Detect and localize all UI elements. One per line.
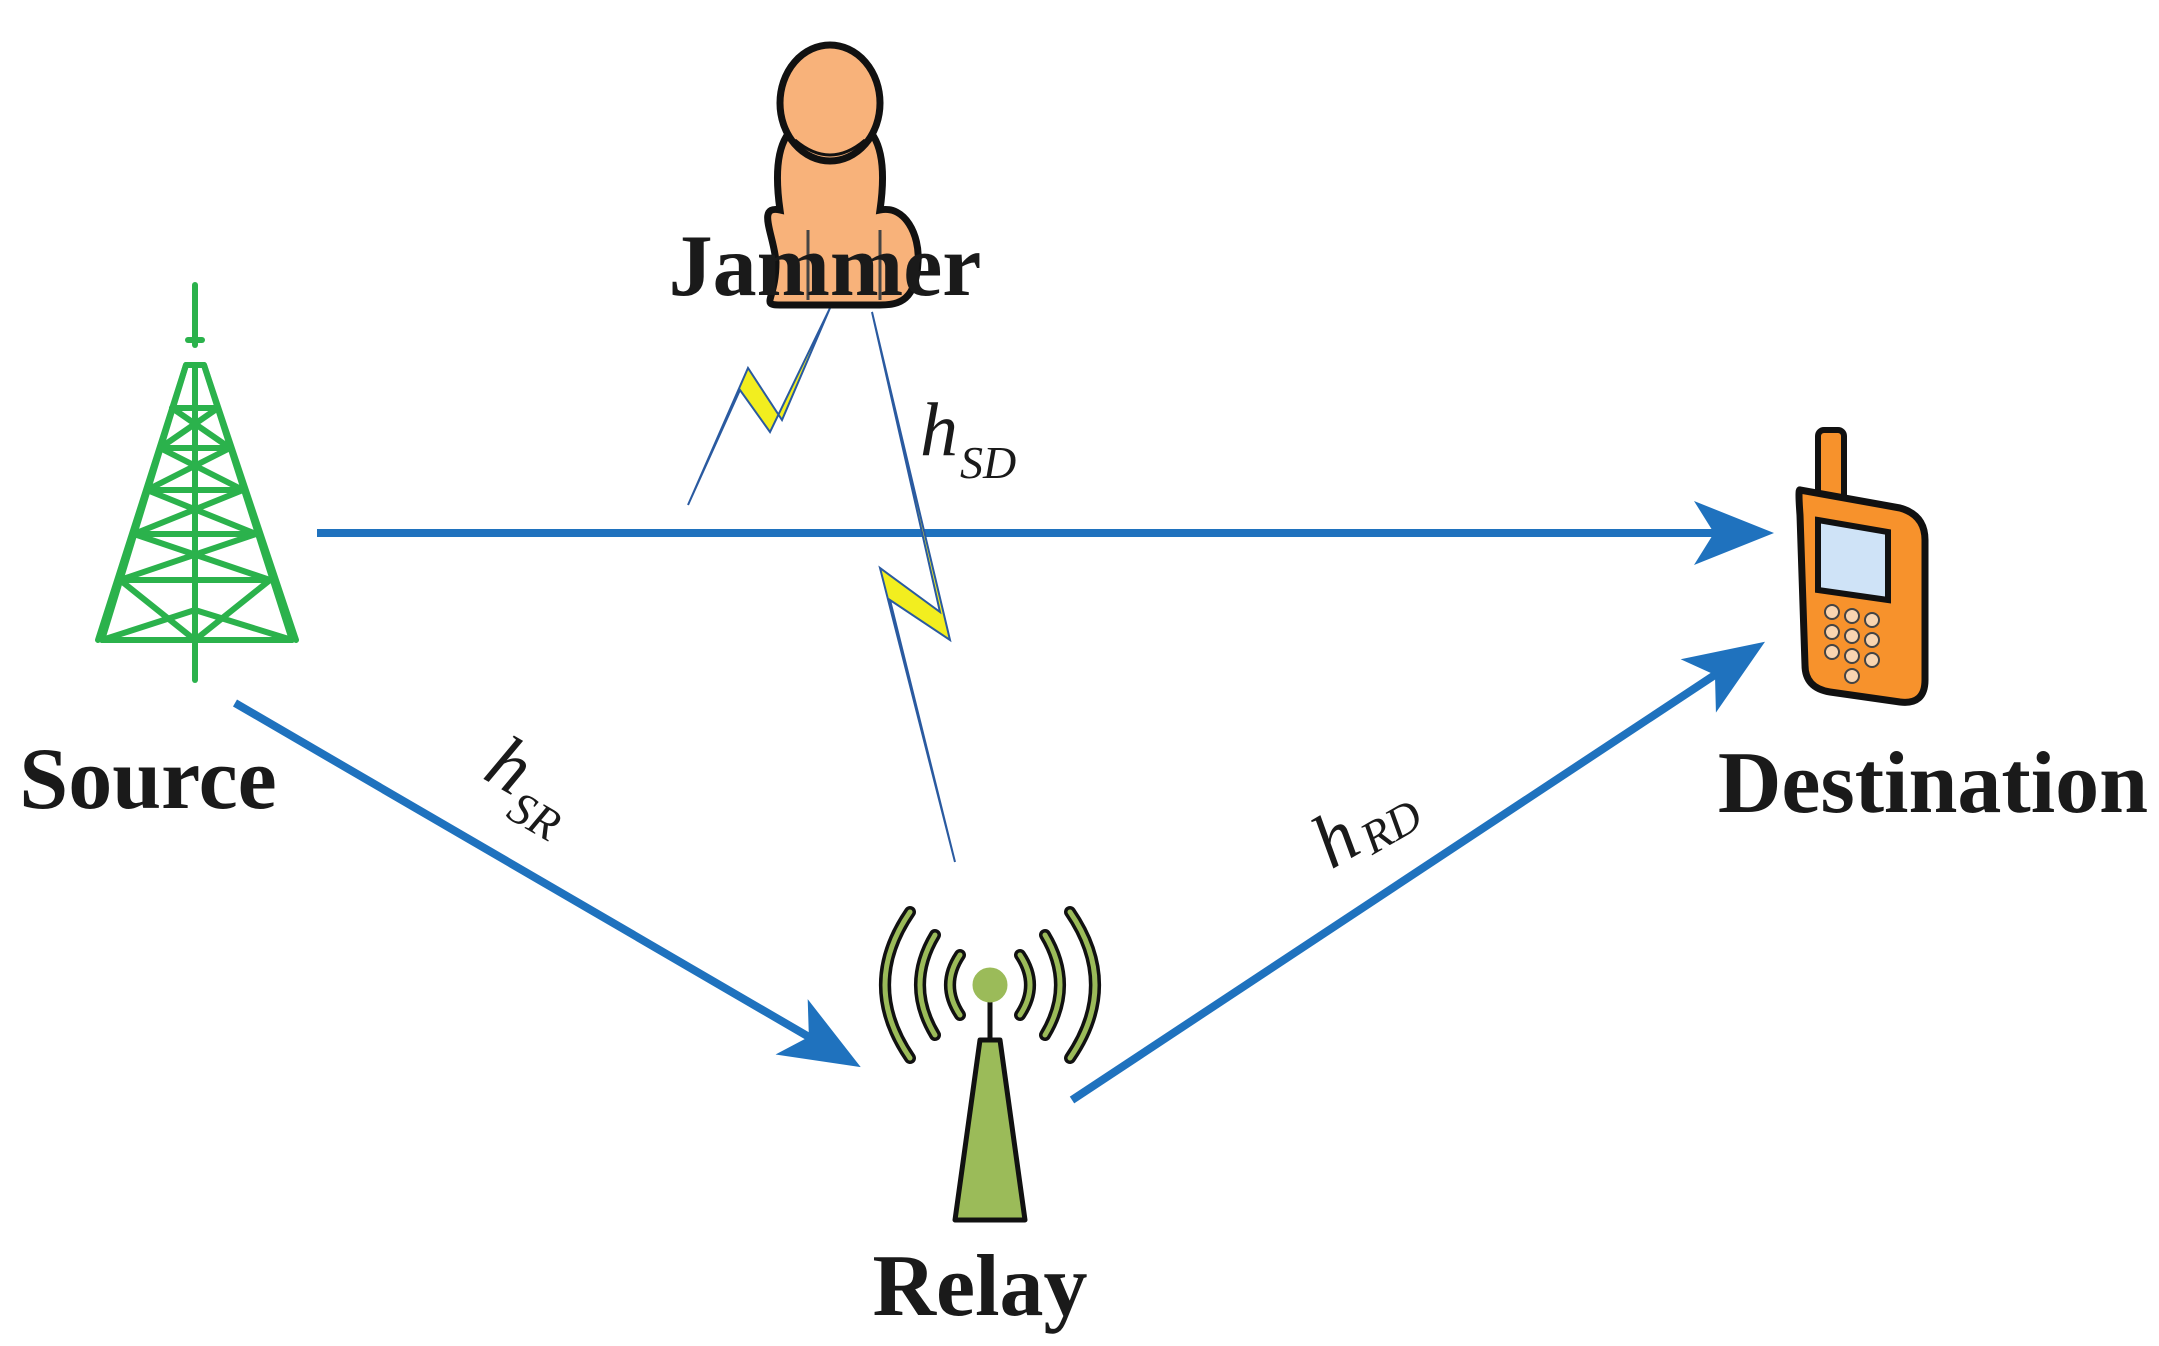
jammer-person-icon (764, 41, 922, 309)
source-label: Source (19, 731, 276, 828)
relay-antenna-icon (879, 906, 1101, 1223)
channel-sd-subscript: SD (960, 437, 1016, 488)
lightning-bolt-to-relay (871, 311, 956, 863)
link-source-relay (232, 699, 861, 1068)
source-tower-icon (95, 282, 299, 683)
channel-label-sr: h SR (473, 719, 570, 850)
channel-label-rd: h RD (1298, 789, 1431, 885)
lightning-bolt-to-direct-link (687, 307, 831, 506)
destination-phone-icon (1795, 427, 1929, 706)
channel-sd-symbol: h (920, 388, 958, 472)
jammer-label: Jammer (669, 218, 982, 315)
link-relay-destination (1069, 641, 1766, 1104)
destination-label: Destination (1718, 735, 2148, 832)
channel-rd-symbol: h (1298, 793, 1373, 885)
channel-label-sd: h SD (920, 388, 1016, 488)
relay-label: Relay (872, 1238, 1087, 1335)
